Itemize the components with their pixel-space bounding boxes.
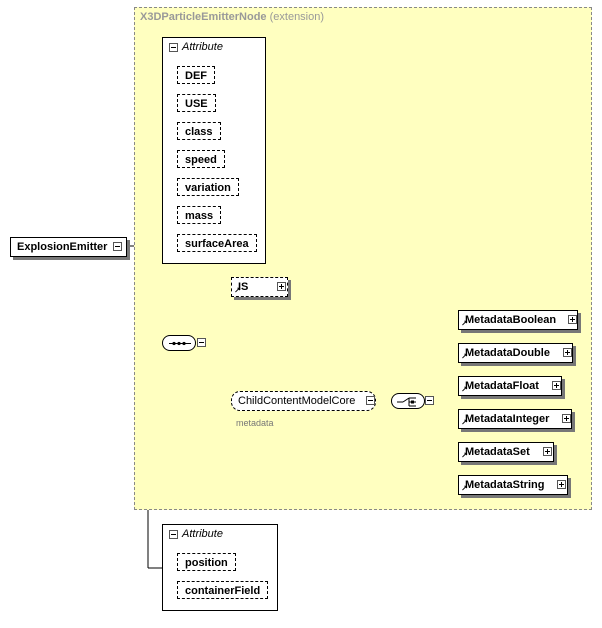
expand-icon[interactable] (557, 480, 566, 489)
element-metadatastring[interactable]: ↗ MetadataString (458, 475, 568, 495)
element-label: MetadataString (465, 479, 545, 491)
extension-suffix: (extension) (269, 11, 325, 23)
is-element-label: IS (238, 281, 249, 293)
expand-icon[interactable] (552, 381, 561, 390)
attribute-surfacearea[interactable]: surfaceArea (177, 234, 257, 252)
extension-name: X3DParticleEmitterNode (140, 11, 267, 23)
ref-arrow-icon: ↗ (461, 352, 468, 361)
element-metadatadouble[interactable]: ↗ MetadataDouble (458, 343, 573, 363)
sequence-compositor[interactable] (162, 335, 196, 351)
ref-arrow-icon: ↗ (461, 385, 468, 394)
collapse-icon[interactable] (169, 42, 178, 52)
attribute-speed[interactable]: speed (177, 150, 225, 168)
collapse-icon[interactable] (169, 529, 178, 539)
element-metadataset[interactable]: ↗ MetadataSet (458, 442, 554, 462)
attribute-variation[interactable]: variation (177, 178, 239, 196)
expand-icon[interactable] (277, 282, 286, 291)
choice-compositor[interactable] (391, 393, 425, 409)
group-childcontentmodelcore[interactable]: ChildContentModelCore (231, 391, 376, 411)
attribute-class[interactable]: class (177, 122, 221, 140)
attribute-group-1-header[interactable]: Attribute (169, 41, 223, 53)
group-label: ChildContentModelCore (238, 395, 356, 407)
group-subtitle: metadata (236, 418, 274, 428)
choice-icon (397, 397, 416, 407)
root-element[interactable]: ExplosionEmitter (10, 237, 127, 257)
element-label: MetadataDouble (465, 347, 550, 359)
element-label: MetadataFloat (465, 380, 539, 392)
attribute-def[interactable]: DEF (177, 66, 215, 84)
attribute-use[interactable]: USE (177, 94, 216, 112)
element-label: MetadataInteger (465, 413, 550, 425)
attribute-group-2-header[interactable]: Attribute (169, 528, 223, 540)
attribute-mass[interactable]: mass (177, 206, 222, 224)
attribute-group-1: Attribute DEF USE class speed variation … (162, 37, 266, 264)
attribute-position[interactable]: position (177, 553, 236, 571)
attribute-group-1-title: Attribute (182, 41, 223, 53)
expand-icon[interactable] (563, 348, 572, 357)
expand-icon[interactable] (568, 315, 577, 324)
element-label: MetadataSet (465, 446, 530, 458)
ref-arrow-icon: ↗ (461, 319, 468, 328)
extension-title: X3DParticleEmitterNode (extension) (140, 11, 324, 23)
sequence-icon (169, 341, 191, 346)
attribute-group-2-title: Attribute (182, 528, 223, 540)
element-label: MetadataBoolean (465, 314, 557, 326)
element-metadatafloat[interactable]: ↗ MetadataFloat (458, 376, 562, 396)
ref-arrow-icon: ↗ (234, 286, 241, 295)
ref-arrow-icon: ↗ (461, 451, 468, 460)
collapse-icon[interactable] (197, 338, 206, 347)
element-metadatainteger[interactable]: ↗ MetadataInteger (458, 409, 572, 429)
expand-icon[interactable] (562, 414, 571, 423)
element-metadataboolean[interactable]: ↗ MetadataBoolean (458, 310, 578, 330)
ref-arrow-icon: ↗ (461, 484, 468, 493)
root-element-label: ExplosionEmitter (17, 241, 108, 253)
is-element[interactable]: ↗ IS (231, 277, 288, 297)
attribute-containerfield[interactable]: containerField (177, 581, 269, 599)
expand-icon[interactable] (543, 447, 552, 456)
collapse-icon[interactable] (366, 396, 375, 405)
ref-arrow-icon: ↗ (461, 418, 468, 427)
collapse-icon[interactable] (425, 396, 434, 405)
attribute-group-2: Attribute position containerField (162, 524, 278, 611)
collapse-icon[interactable] (113, 242, 122, 251)
